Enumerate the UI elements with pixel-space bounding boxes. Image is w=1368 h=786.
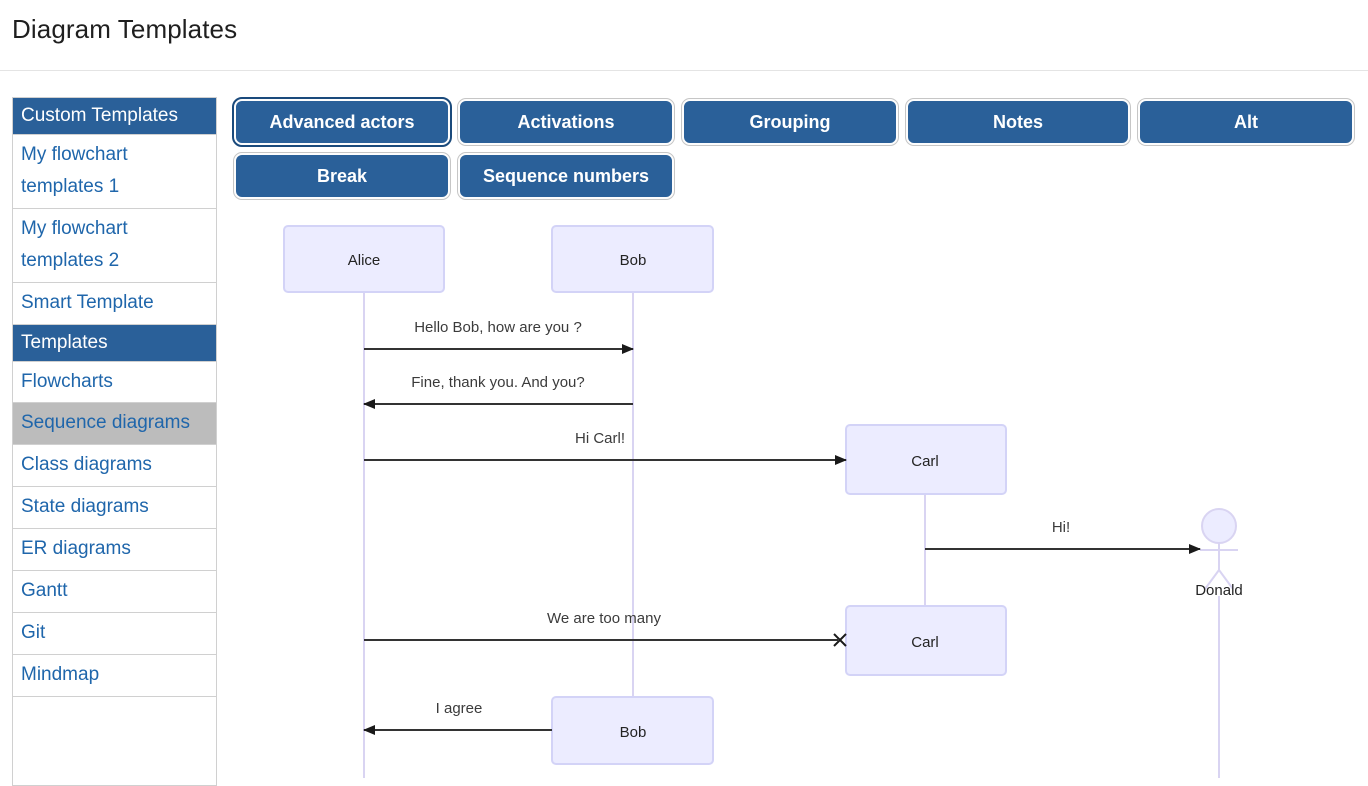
sidebar-item-class-diagrams[interactable]: Class diagrams [13,445,216,488]
participant-donald: Donald [1195,508,1243,599]
sidebar-item-my-flowchart-templates-1[interactable]: My flowchart templates 1 [13,135,216,209]
button-grouping[interactable]: Grouping [681,98,899,146]
sidebar-item-flowcharts[interactable]: Flowcharts [13,361,216,404]
participant-carl-end: Carl [845,605,1007,676]
button-break[interactable]: Break [233,152,451,200]
sidebar-group-templates: Templates [13,324,216,362]
sidebar-item-mindmap[interactable]: Mindmap [13,654,216,697]
participant-carl: Carl [845,424,1007,495]
actor-box-alice [283,225,445,293]
message-we-are-too-many: We are too many [364,610,847,647]
actor-box-bob-end [551,696,714,765]
actor-label-alice: Alice [348,252,381,269]
sidebar-item-my-flowchart-templates-2[interactable]: My flowchart templates 2 [13,208,216,283]
message-label-hi: Hi! [1052,519,1070,536]
actor-label-bob-end: Bob [620,724,647,741]
template-sidebar: Custom Templates My flowchart templates … [12,97,217,786]
actor-label-carl-end: Carl [911,634,939,651]
destroy-x-icon [833,633,847,647]
message-i-agree: I agree [363,700,552,735]
messages: Hello Bob, how are you ? Fine, thank you… [363,319,1201,735]
button-notes[interactable]: Notes [905,98,1131,146]
button-alt[interactable]: Alt [1137,98,1355,146]
toolbar-row-2: Break Sequence numbers [233,152,1364,200]
message-hi-carl: Hi Carl! [364,430,847,465]
message-label-hi-carl: Hi Carl! [575,430,625,447]
actor-box-carl-end [845,605,1007,676]
sidebar-item-smart-template[interactable]: Smart Template [13,282,216,325]
message-label-i-agree: I agree [436,700,483,717]
actor-box-carl [845,424,1007,495]
sidebar-item-gantt[interactable]: Gantt [13,571,216,613]
actor-box-bob [551,225,714,293]
sidebar-item-state-diagrams[interactable]: State diagrams [13,487,216,530]
participant-bob: Bob [551,225,714,293]
toolbar-row-1: Advanced actors Activations Grouping Not… [232,97,1364,147]
message-label-we-are-too-many: We are too many [547,610,661,627]
sidebar-item-er-diagrams[interactable]: ER diagrams [13,529,216,572]
message-hi: Hi! [925,519,1201,554]
sidebar-item-git[interactable]: Git [13,612,216,655]
example-toolbar: Advanced actors Activations Grouping Not… [232,97,1364,207]
sidebar-item-sequence-diagrams[interactable]: Sequence diagrams [13,403,216,446]
message-label-fine-thank-you: Fine, thank you. And you? [411,374,584,391]
actor-label-carl: Carl [911,453,939,470]
sidebar-empty-space [13,696,216,785]
lifelines [363,292,1220,778]
button-advanced-actors[interactable]: Advanced actors [232,97,452,147]
sidebar-group-custom-templates: Custom Templates [13,98,216,135]
participant-bob-end: Bob [551,696,714,765]
button-sequence-numbers[interactable]: Sequence numbers [457,152,675,200]
actor-label-bob: Bob [620,252,647,269]
message-fine-thank-you: Fine, thank you. And you? [363,374,633,409]
message-hello-bob: Hello Bob, how are you ? [364,319,634,354]
message-label-hello-bob: Hello Bob, how are you ? [414,319,582,336]
app-header: Diagram Templates [0,0,1368,71]
button-activations[interactable]: Activations [457,98,675,146]
page-title: Diagram Templates [12,14,238,44]
participant-alice: Alice [283,225,445,293]
actor-label-donald: Donald [1195,582,1243,599]
stick-figure-icon [1200,508,1238,590]
